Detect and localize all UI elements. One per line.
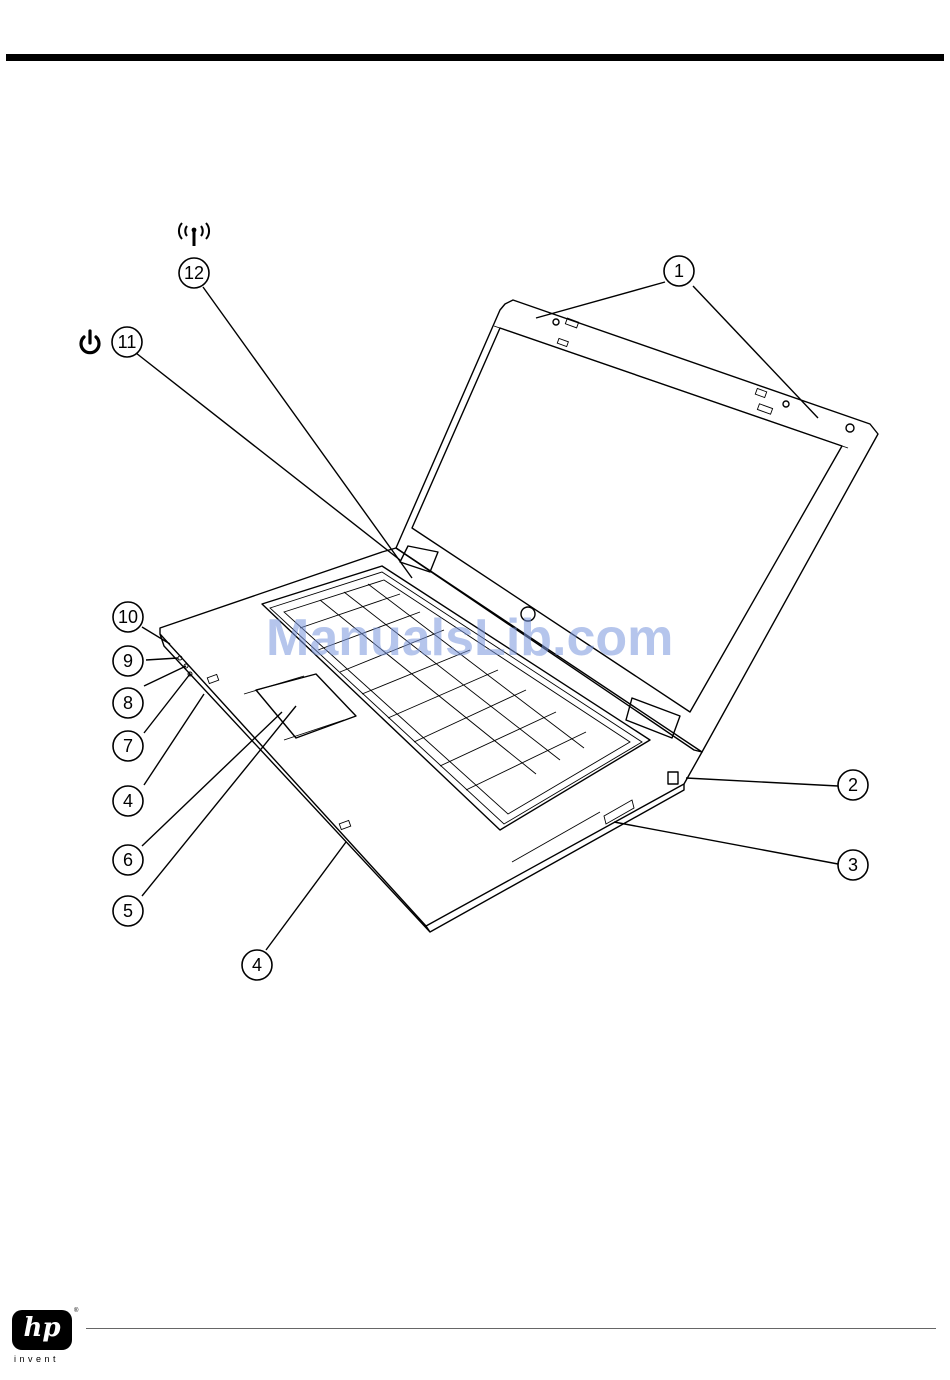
callout-11: 11	[112, 327, 142, 357]
svg-text:4: 4	[123, 791, 133, 811]
callout-5: 5	[113, 896, 143, 926]
callout-8: 8	[113, 688, 143, 718]
callout-4-left: 4	[113, 786, 143, 816]
keyboard-deck	[262, 566, 650, 830]
svg-text:11: 11	[118, 332, 137, 352]
callout-7: 7	[113, 731, 143, 761]
svg-text:1: 1	[674, 261, 684, 281]
callout-3: 3	[838, 850, 868, 880]
display-lid	[396, 300, 878, 752]
registered-mark: ®	[74, 1308, 78, 1314]
callout-2: 2	[838, 770, 868, 800]
wireless-antenna-icon	[179, 223, 209, 246]
laptop-base	[160, 548, 702, 926]
hp-logo: hp ® invent	[12, 1310, 74, 1370]
svg-text:12: 12	[184, 263, 204, 283]
callout-9: 9	[113, 646, 143, 676]
footer-rule	[86, 1328, 936, 1329]
svg-text:2: 2	[848, 775, 858, 795]
hp-tagline: invent	[14, 1354, 74, 1364]
callout-1: 1	[664, 256, 694, 286]
watermark: ManualsLib.com	[266, 608, 673, 668]
callout-10: 10	[113, 602, 143, 632]
svg-text:5: 5	[123, 901, 133, 921]
svg-text:3: 3	[848, 855, 858, 875]
hp-logo-mark: hp	[12, 1313, 72, 1343]
svg-text:4: 4	[252, 955, 262, 975]
svg-text:6: 6	[123, 850, 133, 870]
touchpad	[256, 674, 356, 738]
svg-text:10: 10	[118, 607, 138, 627]
svg-text:8: 8	[123, 693, 133, 713]
svg-text:9: 9	[123, 651, 133, 671]
power-icon	[81, 331, 99, 353]
svg-text:7: 7	[123, 736, 133, 756]
callout-6: 6	[113, 845, 143, 875]
callout-4-bottom: 4	[242, 950, 272, 980]
callout-12: 12	[179, 258, 209, 288]
